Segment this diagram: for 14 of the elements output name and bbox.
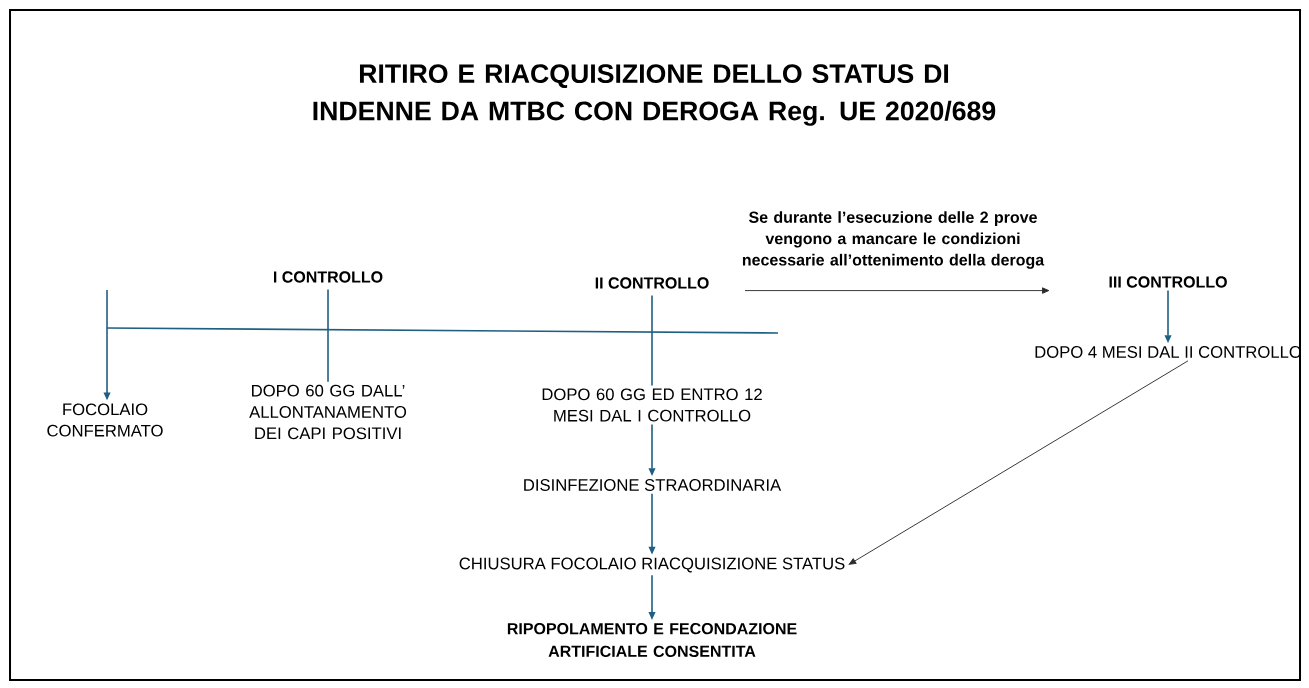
- step-text: CHIUSURA FOCOLAIO RIACQUISIZIONE STATUS: [459, 557, 845, 573]
- step-text: DOPO 60 GG DALL’ ALLONTANAMENTO DEI CAPI POSITIVI: [249, 384, 407, 440]
- step-text: FOCOLAIO CONFERMATO: [47, 403, 163, 437]
- title: RITIRO E RIACQUISIZIONE DELLO STATUS DI INDENNE DA MTBC CON DEROGA Reg. UE 2020/689: [313, 64, 996, 126]
- edge-label: Se durante l’esecuzione delle 2 prove vengono a mancare le condizioni necessarie all’ottenimento della deroga: [742, 211, 1045, 269]
- arrow: [848, 360, 1189, 565]
- arrow: [744, 287, 1050, 294]
- step-text: DOPO 4 MESI DAL II CONTROLLO: [1035, 346, 1302, 358]
- step-text: DISINFEZIONE STRAORDINARIA: [524, 479, 782, 491]
- heading: II CONTROLLO: [595, 277, 709, 289]
- heading: RIPOPOLAMENTO E FECONDAZIONE ARTIFICIALE CONSENTITA: [507, 623, 797, 657]
- step-text: DOPO 60 GG ED ENTRO 12 MESI DAL I CONTROLLO: [542, 388, 762, 422]
- heading: III CONTROLLO: [1109, 276, 1227, 288]
- heading: I CONTROLLO: [273, 271, 383, 283]
